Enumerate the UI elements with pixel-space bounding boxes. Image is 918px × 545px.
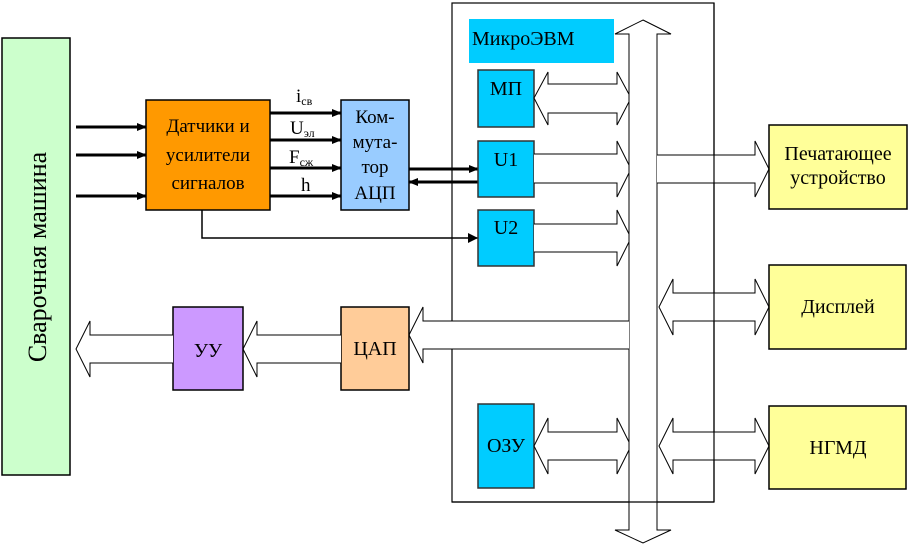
system-bus: [614, 19, 672, 544]
signal-label-h: h: [301, 175, 311, 196]
welding-machine-block[interactable]: [1, 37, 71, 476]
dac-control-unit-arrow: [242, 320, 341, 378]
bus-printer-arrow: [657, 140, 770, 198]
u1-block[interactable]: [477, 140, 535, 198]
commutator-adc-block[interactable]: [340, 99, 410, 211]
mp-block[interactable]: [477, 69, 535, 128]
printer-label-line-1: Печатающее: [784, 143, 891, 165]
dac-label: ЦАП: [353, 338, 396, 360]
disk-drive-label: НГМД: [809, 437, 867, 459]
u2-label: U2: [494, 217, 518, 239]
commutator-line-1: Ком-: [355, 107, 394, 128]
control-unit-label: УУ: [194, 340, 223, 362]
ozu-block[interactable]: [477, 403, 535, 489]
printer-label-line-2: устройство: [790, 167, 886, 189]
bus-dac-arrow: [408, 306, 629, 364]
display-label: Дисплей: [801, 296, 875, 318]
commutator-u1-arrows: [408, 165, 479, 186]
display-block[interactable]: [768, 264, 907, 350]
u1-label: U1: [494, 149, 518, 171]
signal-label-voltage: Uэл: [290, 118, 315, 140]
mp-bus-double-arrow: [533, 71, 632, 126]
commutator-line-4: АЦП: [354, 183, 395, 204]
mp-label: МП: [490, 78, 522, 100]
commutator-line-2: мута-: [353, 132, 398, 153]
sensors-u2-arrowhead: [468, 233, 478, 243]
signal-label-force: Fсж: [289, 147, 314, 169]
commutator-line-3: тор: [361, 157, 388, 178]
signal-label-current: iсв: [296, 86, 313, 108]
u2-block[interactable]: [477, 209, 535, 267]
microcomputer-title: МикроЭВМ: [472, 28, 575, 50]
microcomputer-title-box: [469, 19, 614, 63]
sensors-label-line-3: сигналов: [171, 173, 244, 194]
sensors-amplifiers-block[interactable]: [145, 99, 271, 211]
sensors-label-line-1: Датчики и: [166, 116, 249, 137]
welding-machine-label: Сварочная машина: [23, 151, 52, 362]
sensors-label-line-2: усилители: [166, 145, 250, 166]
signal-arrows: [270, 109, 342, 200]
dac-block[interactable]: [340, 306, 410, 391]
control-unit-block[interactable]: [172, 306, 244, 391]
u1-bus-arrow: [534, 140, 632, 198]
ozu-bus-double-arrow: [533, 417, 632, 475]
ozu-label: ОЗУ: [487, 435, 526, 457]
sensors-u2-line: [201, 210, 478, 239]
disk-drive-block[interactable]: [768, 405, 907, 490]
sensor-input-arrows: [76, 123, 147, 200]
printer-block[interactable]: [768, 124, 908, 210]
u2-bus-arrow: [534, 209, 632, 267]
control-unit-welding-arrow: [75, 320, 173, 378]
